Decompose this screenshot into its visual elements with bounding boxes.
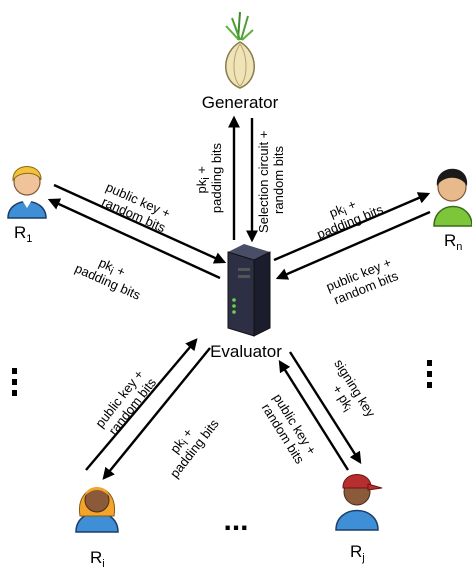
ellipsis-left	[12, 368, 17, 396]
evaluator-label: Evaluator	[210, 342, 282, 361]
user-red-cap-icon	[335, 474, 383, 531]
rj-label: Rj	[350, 542, 365, 564]
user-female-icon	[75, 487, 119, 533]
arrow-r1-to-eval	[53, 183, 227, 264]
arrow-rn-to-eval	[275, 210, 431, 280]
user-blond-icon	[7, 166, 47, 219]
arrow-eval-to-rj	[288, 351, 362, 465]
r1-label: R1	[14, 223, 32, 245]
server-icon	[227, 244, 271, 337]
ellipsis-right	[427, 360, 432, 388]
label-eval-to-ri: pki + padding bits	[155, 407, 222, 481]
ri-label: Ri	[90, 548, 105, 570]
label-eval-to-r1: pki + padding bits	[73, 247, 150, 303]
label-rj-to-eval: public key + random bits	[257, 391, 321, 469]
label-eval-to-rj: signing key + pki	[316, 357, 380, 433]
label-ri-to-eval: public key + random bits	[92, 364, 160, 440]
arrow-eval-to-rn	[273, 192, 431, 262]
onion-icon	[225, 11, 255, 89]
label-eval-to-rn: pki + padding bits	[309, 188, 386, 242]
ellipsis-bottom: ...	[223, 504, 248, 537]
arrow-eval-to-ri	[102, 347, 211, 480]
arrow-rj-to-eval	[278, 359, 350, 471]
rn-label: Rn	[444, 231, 462, 253]
label-gen-down: Selection circuit + random bits	[256, 127, 286, 233]
arrow-ri-to-eval	[85, 338, 198, 471]
arrow-eval-to-r1	[47, 198, 221, 280]
user-dark-hair-icon	[433, 168, 472, 227]
label-rn-to-eval: public key + random bits	[324, 253, 403, 308]
label-gen-up: pki + padding bits	[194, 142, 224, 213]
generator-label: Generator	[202, 93, 279, 112]
